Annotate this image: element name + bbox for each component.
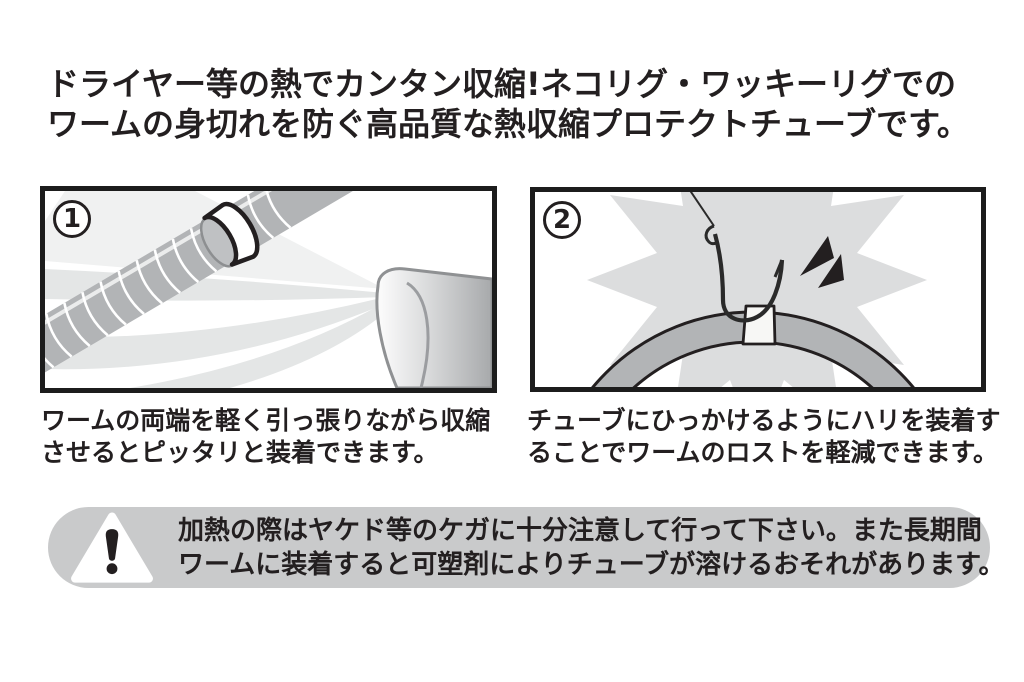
fishing-line (689, 192, 715, 227)
headline-line-1: ドライヤー等の熱でカンタン収縮!ネコリグ・ワッキーリグでの (47, 65, 956, 103)
warning-text: 加熱の際はヤケド等のケガに十分注意して行って下さい。また長期間 ワームに装着する… (178, 514, 1005, 582)
warning-box: 加熱の際はヤケド等のケガに十分注意して行って下さい。また長期間 ワームに装着する… (48, 507, 1005, 588)
exclamation-triangle-icon (71, 512, 153, 583)
warning-line-2: ワームに装着すると可塑剤によりチューブが溶けるおそれがあります。 (178, 550, 1005, 580)
fishing-hook-icon (689, 192, 785, 323)
emphasis-marks (800, 236, 844, 288)
worm-icon (45, 191, 368, 376)
step2-caption: チューブにひっかけるようにハリを装着す ることでワームのロストを軽減できます。 (527, 405, 1001, 469)
step1-illustration (45, 191, 492, 388)
dryer-nozzle-icon (375, 267, 492, 388)
step2-illustration (587, 192, 927, 387)
step1-caption-line-2: させるとピッタリと装着できます。 (41, 438, 439, 467)
headline-line-2: ワームの身切れを防ぐ高品質な熱収縮プロテクトチューブです。 (47, 105, 969, 143)
step2-caption-line-2: ることでワームのロストを軽減できます。 (527, 438, 999, 467)
step2-number-badge: 2 (543, 201, 581, 239)
step2-panel: 2 (530, 187, 986, 392)
shrink-tube-icon (741, 304, 777, 346)
step1-caption: ワームの両端を軽く引っ張りながら収縮 させるとピッタリと装着できます。 (41, 405, 490, 469)
step1-caption-line-1: ワームの両端を軽く引っ張りながら収縮 (41, 406, 491, 435)
step1-panel: 1 (40, 186, 497, 393)
step1-number-badge: 1 (53, 200, 91, 238)
headline: ドライヤー等の熱でカンタン収縮!ネコリグ・ワッキーリグでの ワームの身切れを防ぐ… (47, 64, 969, 144)
warning-line-1: 加熱の際はヤケド等のケガに十分注意して行って下さい。また長期間 (178, 516, 982, 546)
worm-ribs (45, 191, 292, 369)
shrink-tube-icon (199, 201, 260, 268)
step2-caption-line-1: チューブにひっかけるようにハリを装着す (527, 406, 1001, 435)
